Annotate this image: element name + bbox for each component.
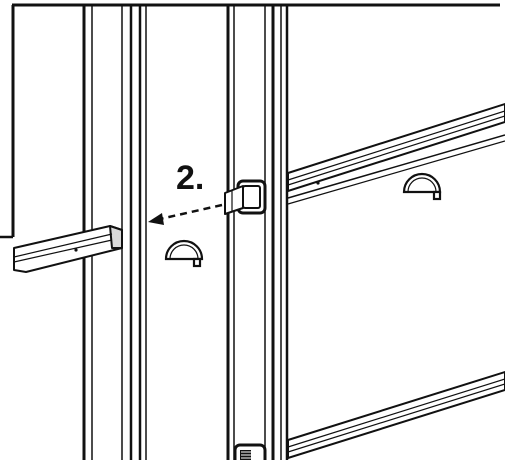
- rail-hole-icon: [316, 181, 320, 185]
- slot-icon: [233, 443, 267, 460]
- square-plug-icon: [224, 179, 267, 215]
- removal-arrow: [148, 203, 223, 225]
- center-upright: [138, 5, 235, 460]
- semicircle-hole-icon: [164, 239, 204, 268]
- rail-hole-icon: [74, 248, 78, 252]
- left-rail: [13, 225, 123, 273]
- upper-right-rail: [287, 102, 505, 205]
- semicircle-hole-icon: [402, 172, 442, 201]
- step-label: 2.: [176, 159, 204, 197]
- lower-right-rail: [287, 370, 505, 460]
- right-upright: [264, 5, 289, 460]
